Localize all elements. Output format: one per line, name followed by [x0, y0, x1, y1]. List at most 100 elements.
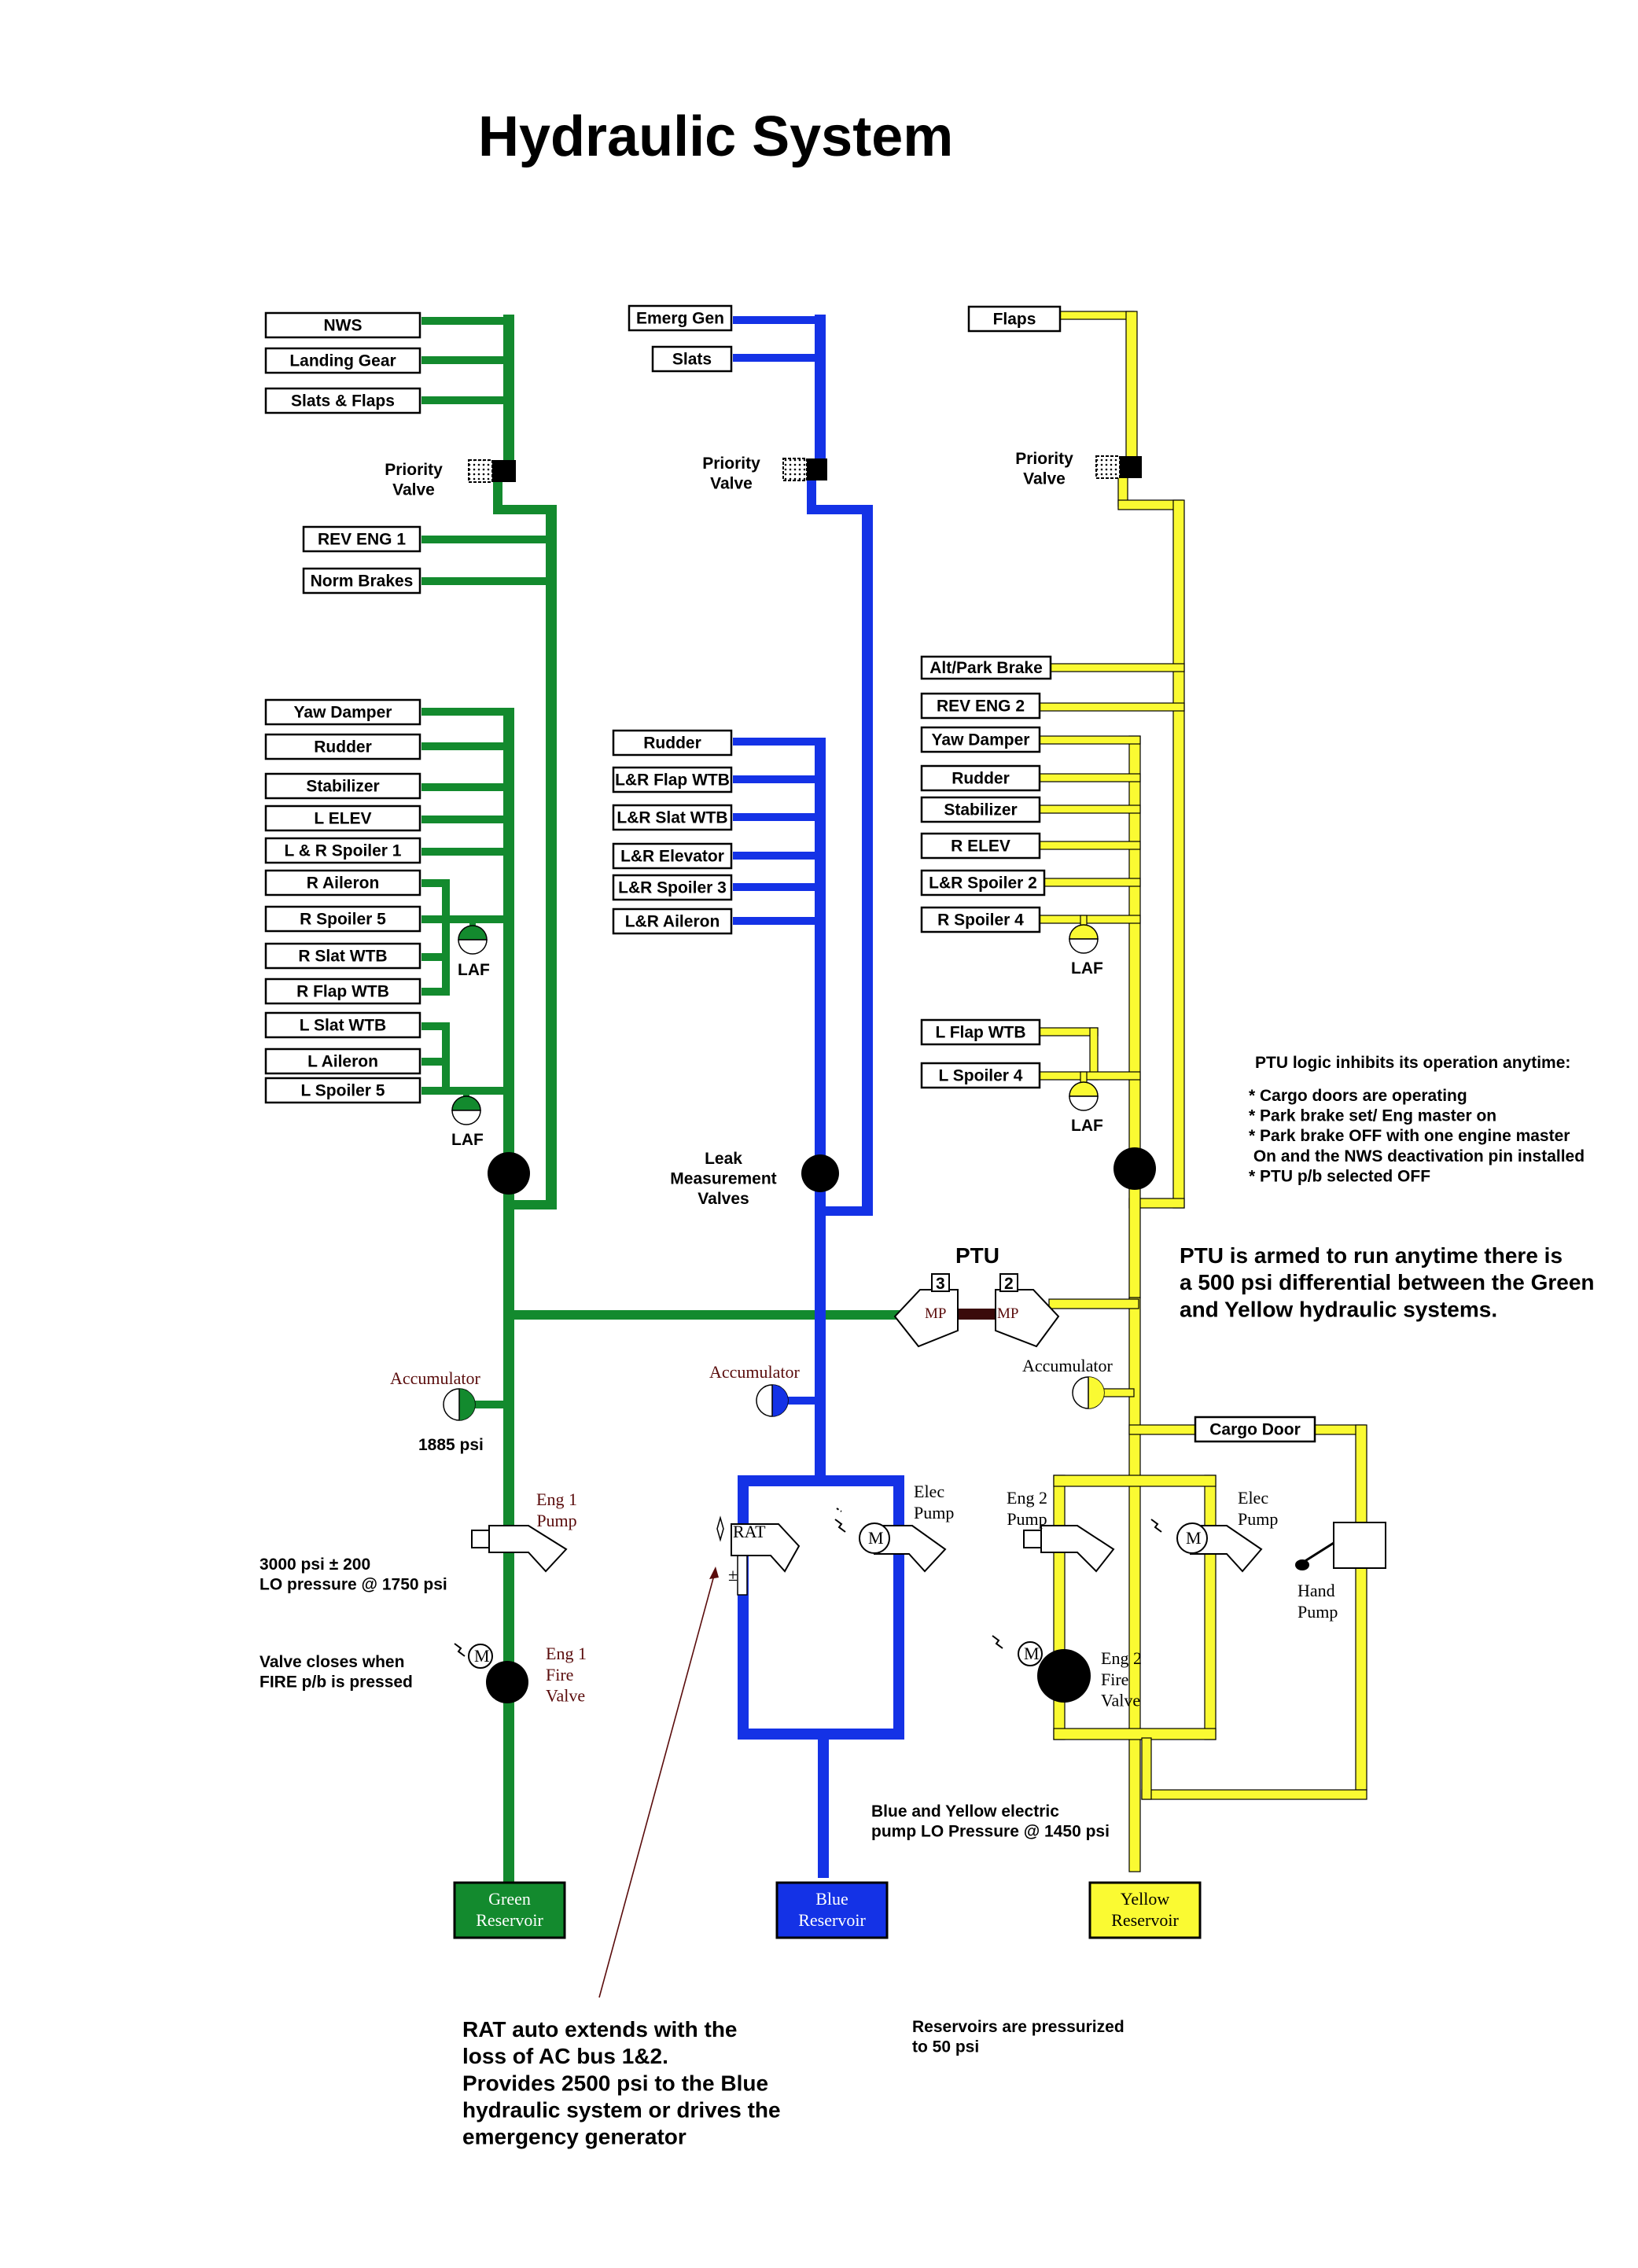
consumer-r-aileron: R Aileron — [264, 869, 421, 897]
consumer-label: L&R Spoiler 2 — [929, 874, 1037, 893]
consumer-label: R Flap WTB — [296, 983, 389, 1001]
eng2-pump — [1023, 1525, 1115, 1573]
consumer-label: L Slat WTB — [300, 1017, 386, 1035]
consumer-box — [612, 804, 733, 831]
consumer-yaw-damper: Yaw Damper — [264, 698, 421, 726]
consumer-l-slat-wtb: L Slat WTB — [264, 1011, 421, 1039]
consumer-box — [612, 908, 733, 935]
consumer-box — [264, 804, 421, 832]
consumer-box — [920, 726, 1041, 753]
consumer-l-r-spoiler-3: L&R Spoiler 3 — [612, 874, 733, 901]
consumer-landing-gear: Landing Gear — [264, 347, 421, 374]
consumer-stabilizer: Stabilizer — [920, 796, 1041, 823]
consumer-label: Rudder — [952, 770, 1010, 788]
consumer-r-flap-wtb: R Flap WTB — [264, 978, 421, 1005]
consumer-label: L ELEV — [314, 810, 371, 828]
consumer-label: L Spoiler 4 — [939, 1067, 1023, 1085]
consumer-l-flap-wtb: L Flap WTB — [920, 1018, 1041, 1046]
yellow-accumulator-label: Accumulator — [1022, 1356, 1113, 1375]
consumer-box — [264, 733, 421, 760]
consumer-box — [967, 305, 1062, 333]
consumer-l-r-aileron: L&R Aileron — [612, 908, 733, 935]
yellow-elec-pump: M — [1150, 1519, 1263, 1573]
consumer-label: Emerg Gen — [636, 310, 724, 328]
consumer-label: Rudder — [643, 735, 701, 753]
consumer-slats-flaps: Slats & Flaps — [264, 387, 421, 414]
consumer-rudder: Rudder — [612, 729, 733, 757]
accumulator-blue — [756, 1384, 789, 1417]
consumer-box — [1194, 1416, 1316, 1443]
consumer-label: Flaps — [993, 311, 1036, 329]
consumer-label: R Spoiler 5 — [300, 911, 386, 929]
rat-symbol: ± — [728, 1565, 738, 1585]
priority-valve-green — [468, 459, 516, 483]
consumer-label: Stabilizer — [306, 778, 379, 796]
rat-label: RAT — [733, 1522, 766, 1541]
consumer-box — [920, 796, 1041, 823]
priority-valve-blue — [782, 458, 827, 481]
consumer-l-aileron: L Aileron — [264, 1047, 421, 1075]
yellow-laf-2: LAF — [1071, 1117, 1103, 1135]
consumer-box — [264, 387, 421, 414]
eng1-pump — [471, 1525, 568, 1573]
ptu-logic-title: PTU logic inhibits its operation anytime… — [1255, 1054, 1570, 1072]
consumer-box — [264, 347, 421, 374]
consumer-box — [920, 692, 1041, 720]
consumer-box — [264, 837, 421, 864]
ptu-right-mp: MP — [997, 1305, 1018, 1322]
consumer-label: Alt/Park Brake — [929, 659, 1043, 677]
consumer-alt-park-brake: Alt/Park Brake — [920, 655, 1052, 680]
accumulator-green — [443, 1388, 476, 1421]
consumer-label: L&R Elevator — [620, 848, 724, 866]
consumer-l-spoiler-5: L Spoiler 5 — [264, 1077, 421, 1104]
consumer-l-r-spoiler-1: L & R Spoiler 1 — [264, 837, 421, 864]
consumer-rev-eng-2: REV ENG 2 — [920, 692, 1041, 720]
consumer-label: R Spoiler 4 — [937, 911, 1024, 930]
consumer-box — [264, 772, 421, 800]
yellow-laf-1: LAF — [1071, 959, 1103, 978]
ptu-unit: MP MP 3 2 — [893, 1273, 1060, 1348]
ptu-logic-items: * Cargo doors are operating* Park brake … — [1249, 1087, 1585, 1185]
consumer-box — [264, 698, 421, 726]
consumer-box — [920, 869, 1046, 897]
eng2-fire-valve-motor: M — [1024, 1644, 1040, 1663]
consumer-label: L&R Flap WTB — [615, 771, 730, 790]
consumer-box — [612, 874, 733, 901]
consumer-label: Yaw Damper — [294, 704, 392, 722]
ptu-left-number: 3 — [936, 1275, 945, 1293]
consumer-box — [264, 1011, 421, 1039]
consumer-box — [264, 1077, 421, 1104]
blue-system — [733, 315, 904, 1878]
consumer-r-elev: R ELEV — [920, 832, 1041, 860]
ptu-label: PTU — [955, 1243, 999, 1268]
consumer-nws: NWS — [264, 311, 421, 339]
consumer-label: L Aileron — [307, 1053, 378, 1071]
blue-accumulator-label: Accumulator — [709, 1362, 801, 1382]
consumer-box — [264, 311, 421, 339]
consumer-label: NWS — [324, 317, 363, 335]
ptu-right-number: 2 — [1004, 1275, 1014, 1293]
consumer-label: L Flap WTB — [935, 1024, 1025, 1042]
green-accumulator-pressure: 1885 psi — [418, 1436, 484, 1454]
consumer-r-spoiler-4: R Spoiler 4 — [920, 906, 1041, 933]
consumer-stabilizer: Stabilizer — [264, 772, 421, 800]
consumer-label: Slats — [672, 351, 712, 369]
laf-symbols — [451, 924, 1099, 1125]
consumer-l-spoiler-4: L Spoiler 4 — [920, 1062, 1041, 1089]
consumer-r-spoiler-5: R Spoiler 5 — [264, 905, 421, 933]
consumer-label: Yaw Damper — [932, 731, 1030, 749]
consumer-l-elev: L ELEV — [264, 804, 421, 832]
consumer-label: R Aileron — [307, 874, 380, 893]
rat-pump: RAT ± — [716, 1515, 801, 1596]
